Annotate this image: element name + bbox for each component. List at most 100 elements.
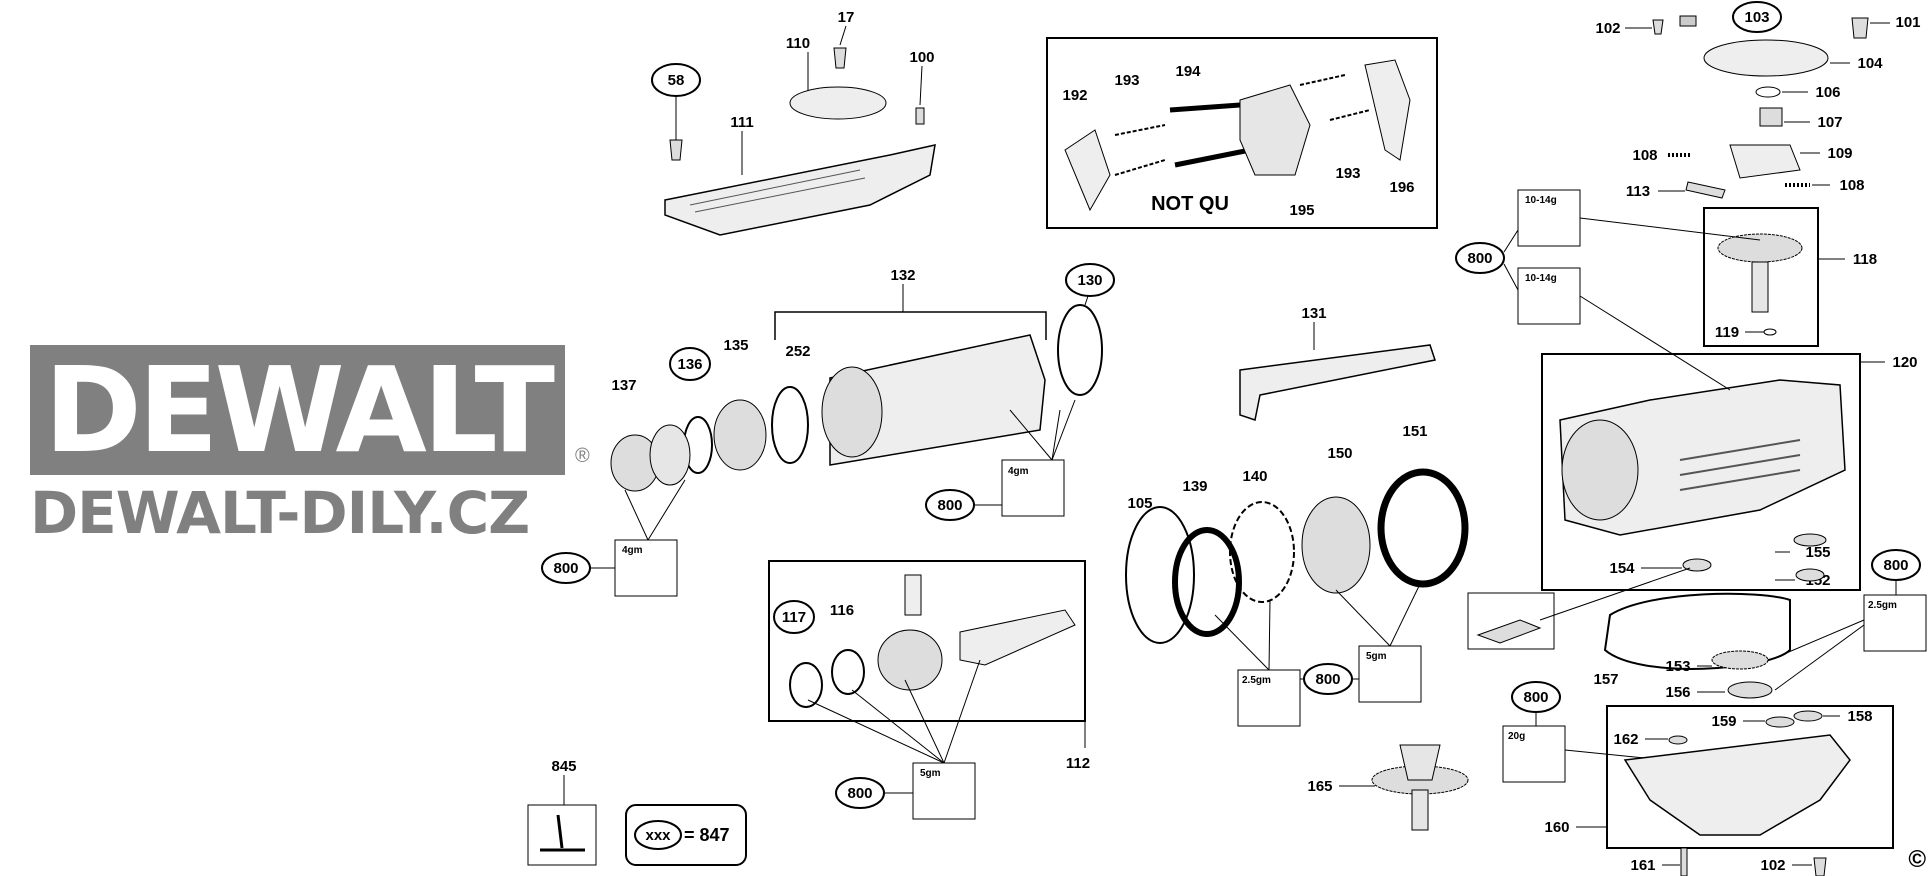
grease-amt-b: 10-14g: [1525, 273, 1557, 284]
shaft-165: [1411, 789, 1429, 831]
ring-105: [1125, 506, 1195, 644]
label-104: 104: [1857, 55, 1883, 72]
housing-bore: [1561, 419, 1639, 521]
gearcase-160: [1623, 734, 1851, 836]
box-frame: [1046, 37, 1438, 229]
label-252: 252: [785, 343, 810, 360]
label-137: 137: [611, 377, 636, 394]
label-100: 100: [909, 49, 934, 66]
ring-117: [789, 662, 823, 708]
oring-106: [1755, 86, 1781, 98]
handle-cover-group: 58 111 110 17 100: [651, 9, 936, 236]
legend-oval: [634, 820, 682, 850]
label-800b: 800: [937, 497, 962, 514]
pad-103: [1679, 15, 1697, 27]
bearing-155: [1793, 533, 1827, 547]
barrel-132: [829, 334, 1046, 466]
grease-amt-g: 5gm: [1366, 651, 1387, 662]
cap-110: [789, 86, 887, 120]
part-113: [1685, 181, 1726, 199]
label-196: 196: [1389, 179, 1414, 196]
box-112: [768, 560, 1086, 722]
box-160: [1606, 705, 1894, 849]
grease-callout-right: 800 2.5gm: [1769, 549, 1927, 691]
grease-box-f: [1237, 669, 1301, 727]
label-101: 101: [1895, 14, 1920, 31]
label-194: 194: [1175, 63, 1201, 80]
label-192: 192: [1062, 87, 1087, 104]
spring-140: [1229, 501, 1295, 603]
gearcase-160-box: 800 20g 159 158 162 160 161 102: [1502, 681, 1894, 876]
label-158: 158: [1847, 708, 1872, 725]
housing-120-box: 120 155 154 152: [1541, 353, 1918, 591]
label-108a: 108: [1632, 147, 1657, 164]
label-155: 155: [1805, 544, 1830, 561]
label-108b: 108: [1839, 177, 1864, 194]
handle-cover-111: [664, 144, 936, 236]
label-156: 156: [1665, 684, 1690, 701]
label-102a: 102: [1595, 20, 1620, 37]
registered-mark: ®: [575, 445, 590, 467]
part-845: [540, 814, 585, 852]
label-154: 154: [1609, 560, 1635, 577]
label-132: 132: [890, 267, 915, 284]
callout-oval-103: [1732, 1, 1782, 33]
lever-196: [1364, 59, 1411, 161]
screw-102b: [1813, 857, 1827, 876]
label-130: 130: [1077, 272, 1102, 289]
rod-194: [1169, 102, 1251, 168]
top-right-group: 102 103 101 104 106 107 108 109 113 108: [1595, 1, 1921, 200]
dewalt-logo: DEWALT ® DEWALT-DILY.CZ: [30, 341, 590, 547]
bearing-162: [1668, 735, 1688, 745]
part-107: [1759, 107, 1783, 127]
legend-equals: = 847: [684, 825, 730, 845]
label-162: 162: [1613, 731, 1638, 748]
ring-130: [1057, 304, 1103, 396]
label-800a: 800: [1467, 250, 1492, 267]
label-111: 111: [730, 114, 753, 131]
barrel-end: [821, 366, 883, 458]
callout-oval-130: [1065, 263, 1115, 297]
copyright-mark: ©: [1908, 846, 1926, 873]
legend-code: xxx: [645, 827, 671, 844]
gear-165-group: 165: [1307, 744, 1469, 831]
grease-callout-rings: 2.5gm 800 5gm: [1214, 583, 1422, 727]
screw-17: [833, 47, 847, 69]
block-195: [1239, 84, 1311, 176]
grease-box-a: [1517, 189, 1581, 247]
shaft-118: [1751, 261, 1769, 313]
spring-193a: [1114, 124, 1166, 176]
plate-838: [1476, 619, 1542, 644]
label-800g: 800: [1523, 689, 1548, 706]
label-153: 153: [1665, 658, 1690, 675]
box-120: [1541, 353, 1861, 591]
callout-oval-136: [669, 347, 711, 381]
bearing-156: [1727, 681, 1773, 699]
piston: [877, 629, 943, 691]
site-name: DEWALT-DILY.CZ: [30, 479, 530, 547]
label-151: 151: [1402, 423, 1427, 440]
gear-118-box: 118 119: [1703, 207, 1877, 347]
label-119: 119: [1715, 324, 1739, 341]
sleeve-part-131: [1239, 344, 1436, 421]
label-195: 195: [1289, 202, 1314, 219]
label-113: 113: [1626, 183, 1650, 200]
logo-wordmark: DEWALT: [44, 341, 555, 479]
grease-amt-c: 4gm: [1008, 466, 1029, 477]
gear-153: [1711, 650, 1769, 670]
label-800f: 800: [1883, 557, 1908, 574]
bracket-132: [774, 311, 1047, 340]
label-161: 161: [1630, 857, 1655, 874]
grease-amt-d: 4gm: [622, 545, 643, 556]
label-135: 135: [723, 337, 748, 354]
box-118: [1703, 207, 1819, 347]
label-17: 17: [838, 9, 855, 26]
lever-192: [1064, 129, 1111, 212]
grease-box-h: [1863, 594, 1927, 652]
label-800e: 800: [1315, 671, 1340, 688]
label-102b: 102: [1760, 857, 1785, 874]
label-103: 103: [1744, 9, 1769, 26]
sleeve-131: 131: [1239, 305, 1436, 421]
label-159: 159: [1711, 713, 1736, 730]
